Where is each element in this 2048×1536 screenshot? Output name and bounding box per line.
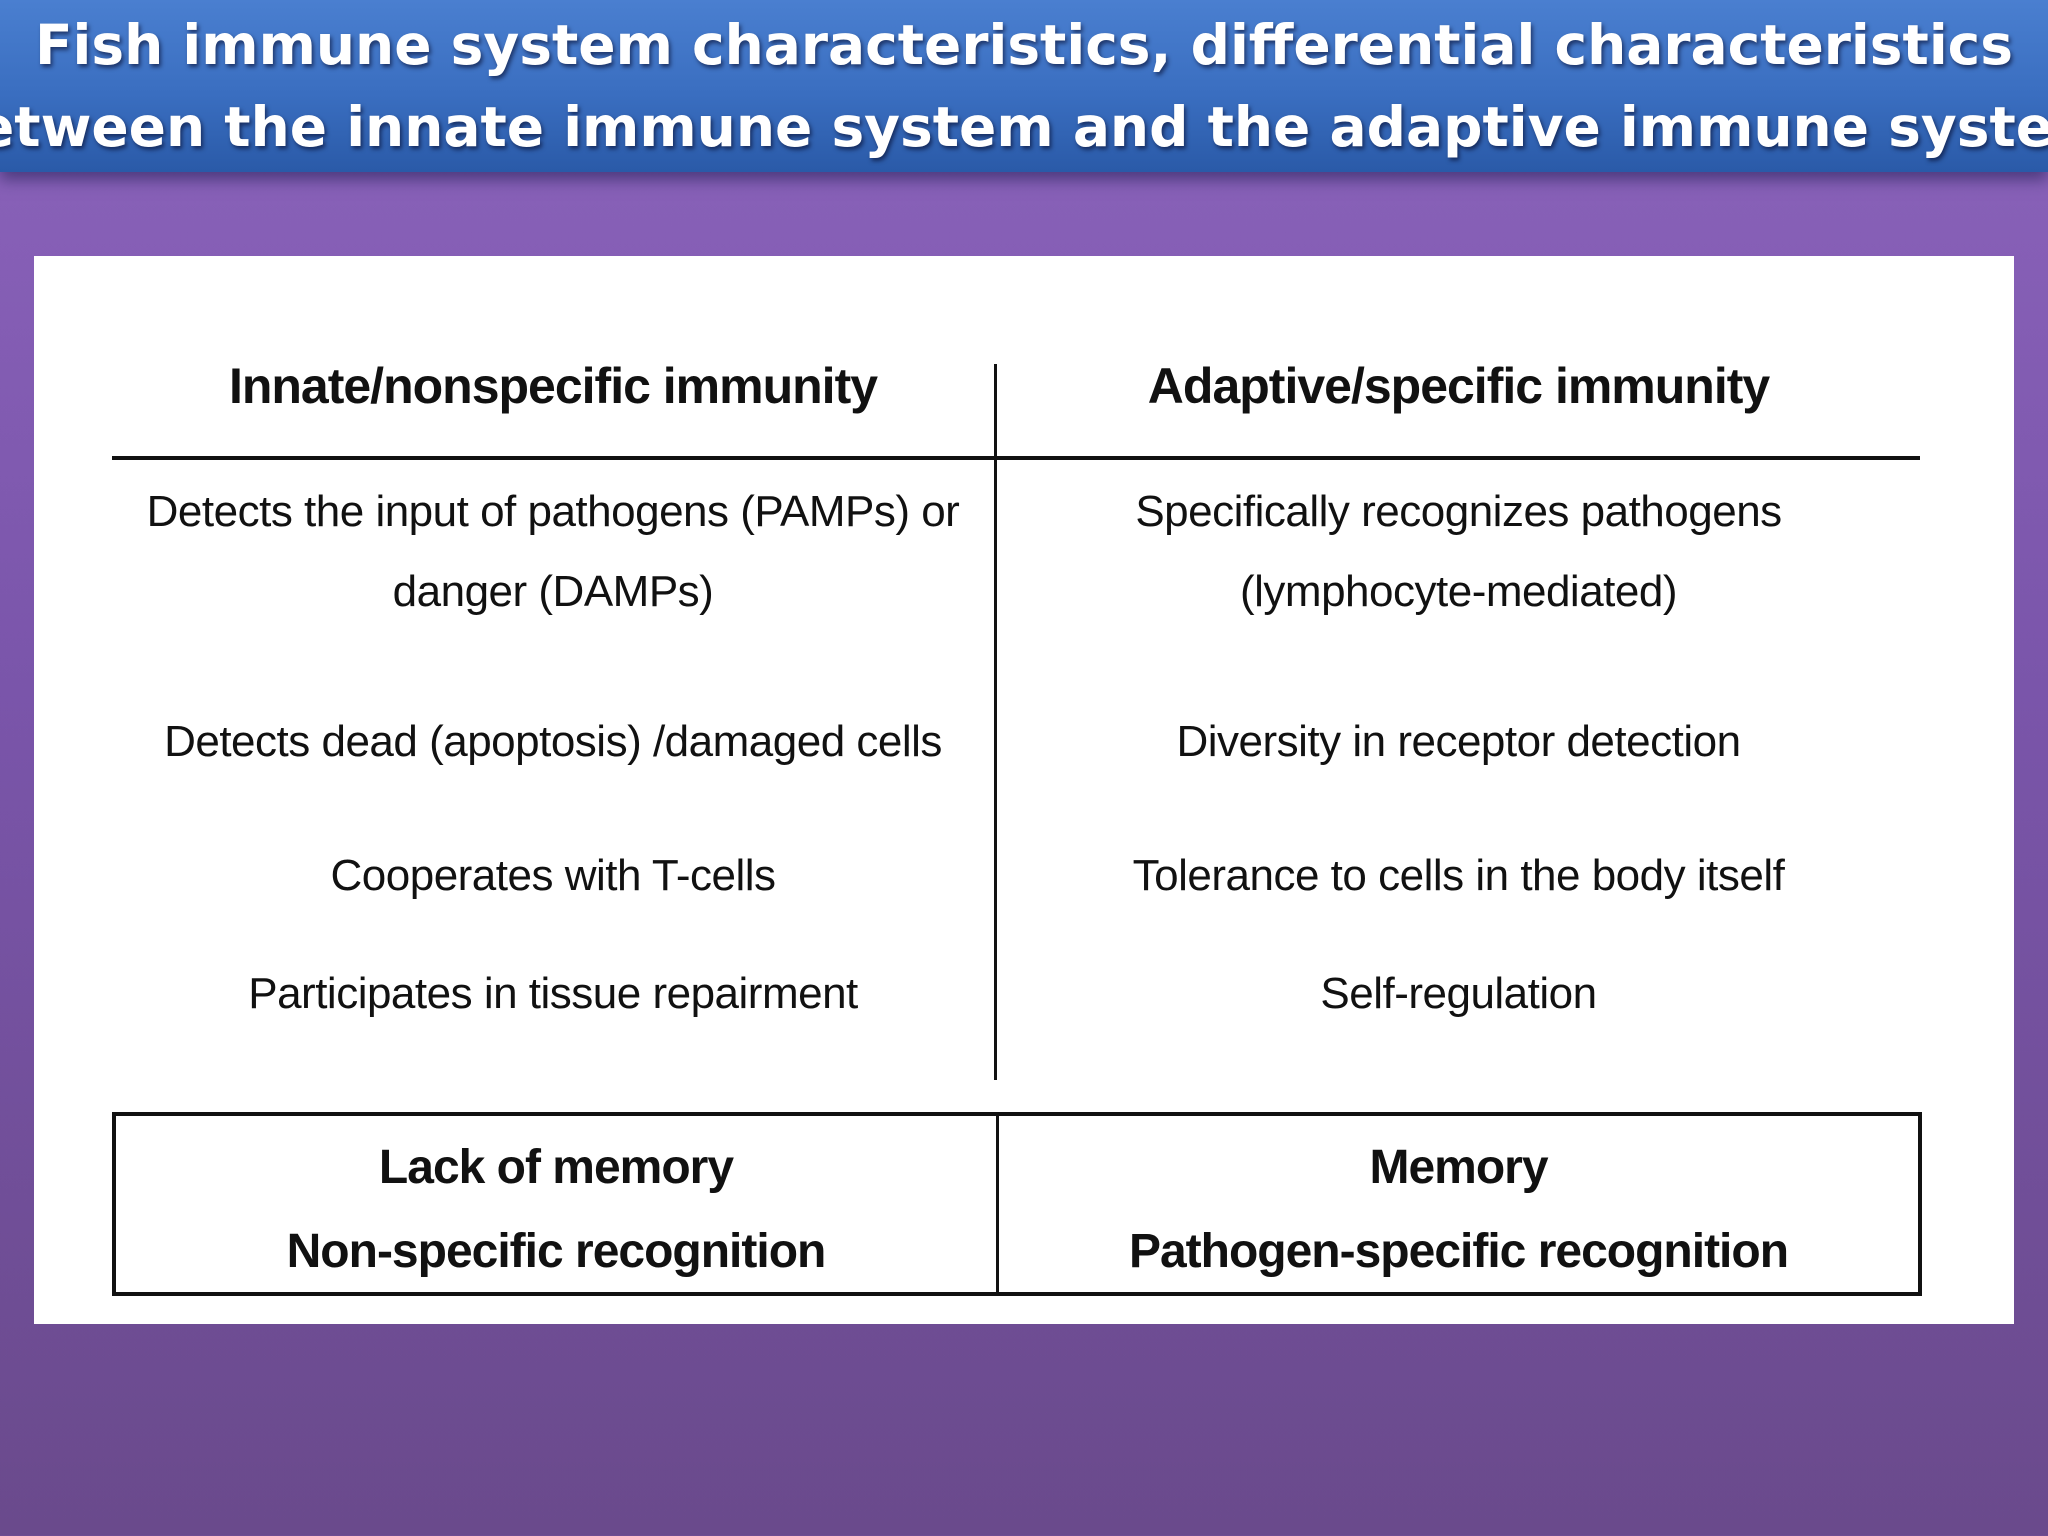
adaptive-row-4: Self-regulation	[1320, 969, 1597, 1018]
adaptive-row-2: Diversity in receptor detection	[1176, 717, 1741, 766]
innate-row-1: Detects the input of pathogens (PAMPs) o…	[112, 472, 994, 632]
innate-row-1-line-2: danger (DAMPs)	[392, 567, 714, 616]
summary-innate-line-2: Non-specific recognition	[286, 1225, 827, 1278]
innate-row-3: Cooperates with T-cells	[330, 851, 777, 900]
slide-title-line-2: between the innate immune system and the…	[0, 95, 2048, 159]
summary-box: Lack of memory Non-specific recognition …	[112, 1112, 1922, 1296]
header-innate: Innate/nonspecific immunity	[228, 358, 878, 414]
adaptive-row-1-line-1: Specifically recognizes pathogens	[1135, 487, 1782, 536]
summary-divider	[996, 1116, 999, 1292]
summary-adaptive-line-2: Pathogen-specific recognition	[1128, 1225, 1789, 1278]
column-divider	[994, 364, 997, 1080]
summary-adaptive: Memory Pathogen-specific recognition	[999, 1126, 1918, 1294]
adaptive-row-1: Specifically recognizes pathogens (lymph…	[997, 472, 1920, 632]
content-panel: Innate/nonspecific immunity Adaptive/spe…	[34, 256, 2014, 1324]
header-rule	[112, 456, 1920, 460]
adaptive-row-3: Tolerance to cells in the body itself	[1132, 851, 1785, 900]
header-adaptive: Adaptive/specific immunity	[1147, 358, 1770, 414]
summary-adaptive-line-1: Memory	[1369, 1141, 1548, 1194]
innate-row-1-line-1: Detects the input of pathogens (PAMPs) o…	[146, 487, 960, 536]
adaptive-row-1-line-2: (lymphocyte-mediated)	[1240, 567, 1678, 616]
innate-row-2: Detects dead (apoptosis) /damaged cells	[164, 717, 942, 766]
title-bar: Fish immune system characteristics, diff…	[0, 0, 2048, 172]
innate-row-4: Participates in tissue repairment	[248, 969, 858, 1018]
summary-innate: Lack of memory Non-specific recognition	[116, 1126, 996, 1294]
slide-title-line-1: Fish immune system characteristics, diff…	[34, 13, 2014, 77]
summary-innate-line-1: Lack of memory	[378, 1141, 734, 1194]
